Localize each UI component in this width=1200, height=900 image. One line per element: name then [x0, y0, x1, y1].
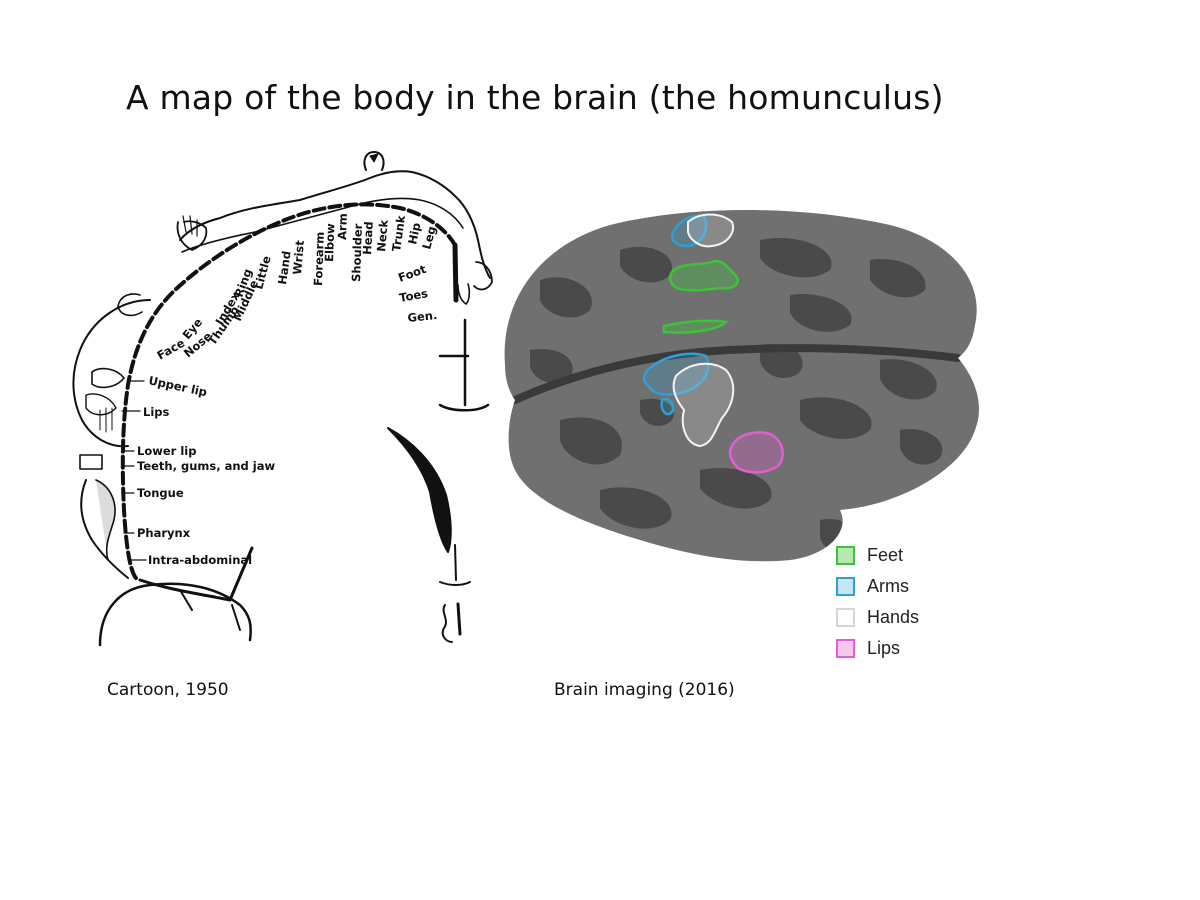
homunculus-labels: Leg Hip Trunk Neck Head Shoulder Arm Elb…	[137, 213, 439, 567]
label-elbow: Elbow	[322, 223, 337, 262]
legend-item-arms: Arms	[836, 571, 919, 602]
label-hand: Hand	[275, 250, 294, 285]
label-pharynx: Pharynx	[137, 526, 191, 540]
legend: Feet Arms Hands Lips	[836, 540, 919, 664]
homunculus-foot	[473, 261, 493, 291]
legend-label-arms: Arms	[867, 576, 909, 596]
brain-surface	[504, 210, 979, 562]
label-intra-abdominal: Intra-abdominal	[148, 553, 252, 567]
homunculus-body	[179, 170, 491, 279]
label-face: Face	[155, 336, 188, 363]
label-arm: Arm	[335, 213, 350, 240]
label-shoulder: Shoulder	[349, 223, 365, 282]
brain-outline	[98, 582, 252, 647]
legend-item-lips: Lips	[836, 633, 919, 664]
legend-item-hands: Hands	[836, 602, 919, 633]
label-lips: Lips	[143, 405, 170, 419]
label-hip: Hip	[405, 221, 423, 245]
label-neck: Neck	[374, 219, 391, 252]
homunculus-head	[363, 151, 385, 171]
homunculus-hand	[176, 220, 208, 251]
label-head: Head	[360, 221, 376, 255]
caption-brain-imaging: Brain imaging (2016)	[554, 680, 735, 700]
roi-feet	[662, 259, 739, 334]
homunculus-cartoon	[72, 151, 493, 647]
legend-swatch-arms	[836, 577, 855, 596]
label-wrist: Wrist	[290, 239, 307, 275]
label-upper-lip: Upper lip	[147, 373, 208, 399]
page-title: A map of the body in the brain (the homu…	[126, 78, 944, 117]
label-teeth-gums-jaw: Teeth, gums, and jaw	[137, 459, 275, 473]
homunculus-face	[72, 299, 151, 448]
label-foot: Foot	[396, 262, 428, 285]
legend-label-feet: Feet	[867, 545, 904, 565]
homunculus-tongue	[80, 479, 129, 579]
legend-label-lips: Lips	[867, 638, 901, 658]
roi-hands	[672, 213, 735, 448]
label-leg: Leg	[419, 225, 439, 251]
legend-swatch-hands	[836, 608, 855, 627]
caption-cartoon: Cartoon, 1950	[107, 680, 229, 700]
label-forearm: Forearm	[311, 231, 327, 286]
legend-label-hands: Hands	[867, 607, 920, 627]
legend-swatch-lips	[836, 639, 855, 658]
label-leaders	[121, 380, 147, 561]
cortex-strip	[120, 202, 457, 582]
label-lower-lip: Lower lip	[137, 444, 196, 458]
ventricle-shape	[387, 427, 452, 553]
label-tongue: Tongue	[137, 486, 184, 500]
roi-lips	[728, 431, 784, 474]
label-toes: Toes	[398, 286, 429, 305]
label-gen: Gen.	[407, 308, 438, 325]
legend-swatch-feet	[836, 546, 855, 565]
label-trunk: Trunk	[389, 214, 408, 252]
legend-item-feet: Feet	[836, 540, 919, 571]
